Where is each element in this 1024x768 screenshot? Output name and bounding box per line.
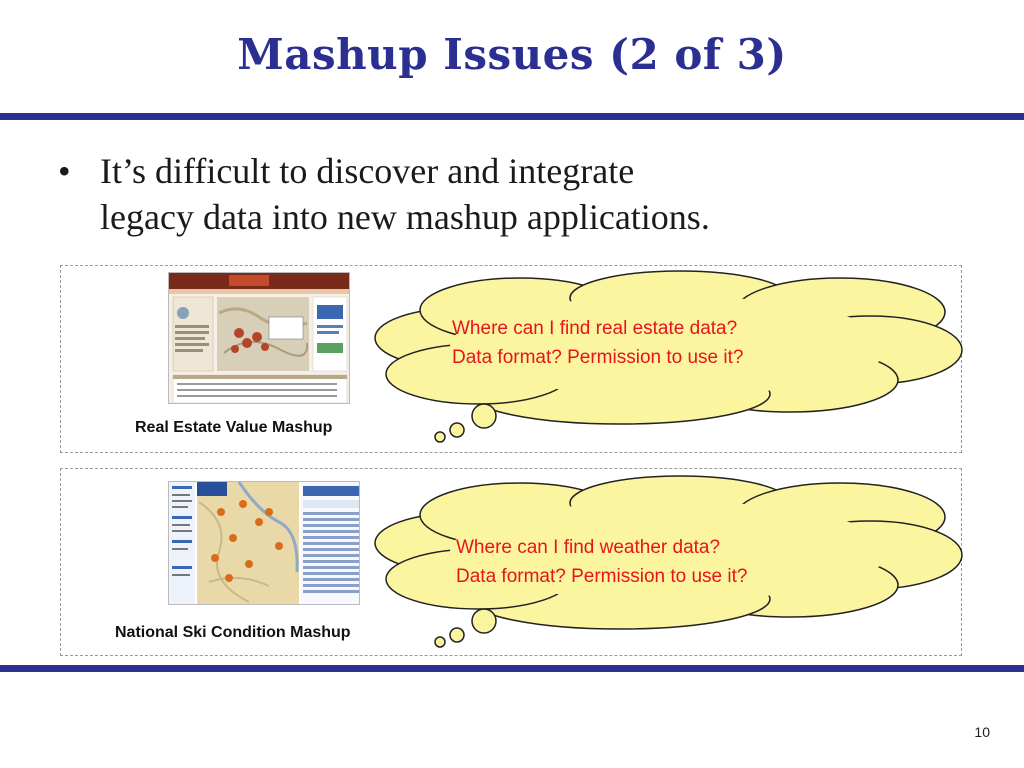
bullet-line-2: legacy data into new mashup applications… xyxy=(100,197,710,237)
thought-line-2: Data format? Permission to use it? xyxy=(456,566,748,587)
real-estate-caption: Real Estate Value Mashup xyxy=(135,419,333,436)
ski-condition-caption: National Ski Condition Mashup xyxy=(115,624,351,641)
thought-line-2: Data format? Permission to use it? xyxy=(452,347,744,368)
thought-text-weather: Where can I find weather data? Data form… xyxy=(456,533,747,591)
slide-title: Mashup Issues (2 of 3) xyxy=(237,30,787,79)
thought-cloud-weather xyxy=(374,475,963,648)
real-estate-mashup-screenshot xyxy=(168,272,350,404)
bullet-text: It’s difficult to discover and integrate… xyxy=(100,148,980,240)
thought-cloud-real-estate xyxy=(374,270,963,443)
title-divider xyxy=(0,113,1024,120)
real-estate-example-panel xyxy=(60,265,962,453)
ski-condition-mashup-screenshot xyxy=(168,481,360,605)
bullet-marker: • xyxy=(58,151,71,191)
real-estate-thumbnail-image xyxy=(169,273,349,403)
page-number: 10 xyxy=(974,724,990,740)
ski-condition-thumbnail-image xyxy=(169,482,359,604)
bullet-line-1: It’s difficult to discover and integrate xyxy=(100,151,635,191)
thought-text-real-estate: Where can I find real estate data? Data … xyxy=(452,314,743,372)
thought-line-1: Where can I find real estate data? xyxy=(452,318,738,339)
footer-divider xyxy=(0,665,1024,672)
thought-line-1: Where can I find weather data? xyxy=(456,537,721,558)
ski-condition-example-panel xyxy=(60,468,962,656)
